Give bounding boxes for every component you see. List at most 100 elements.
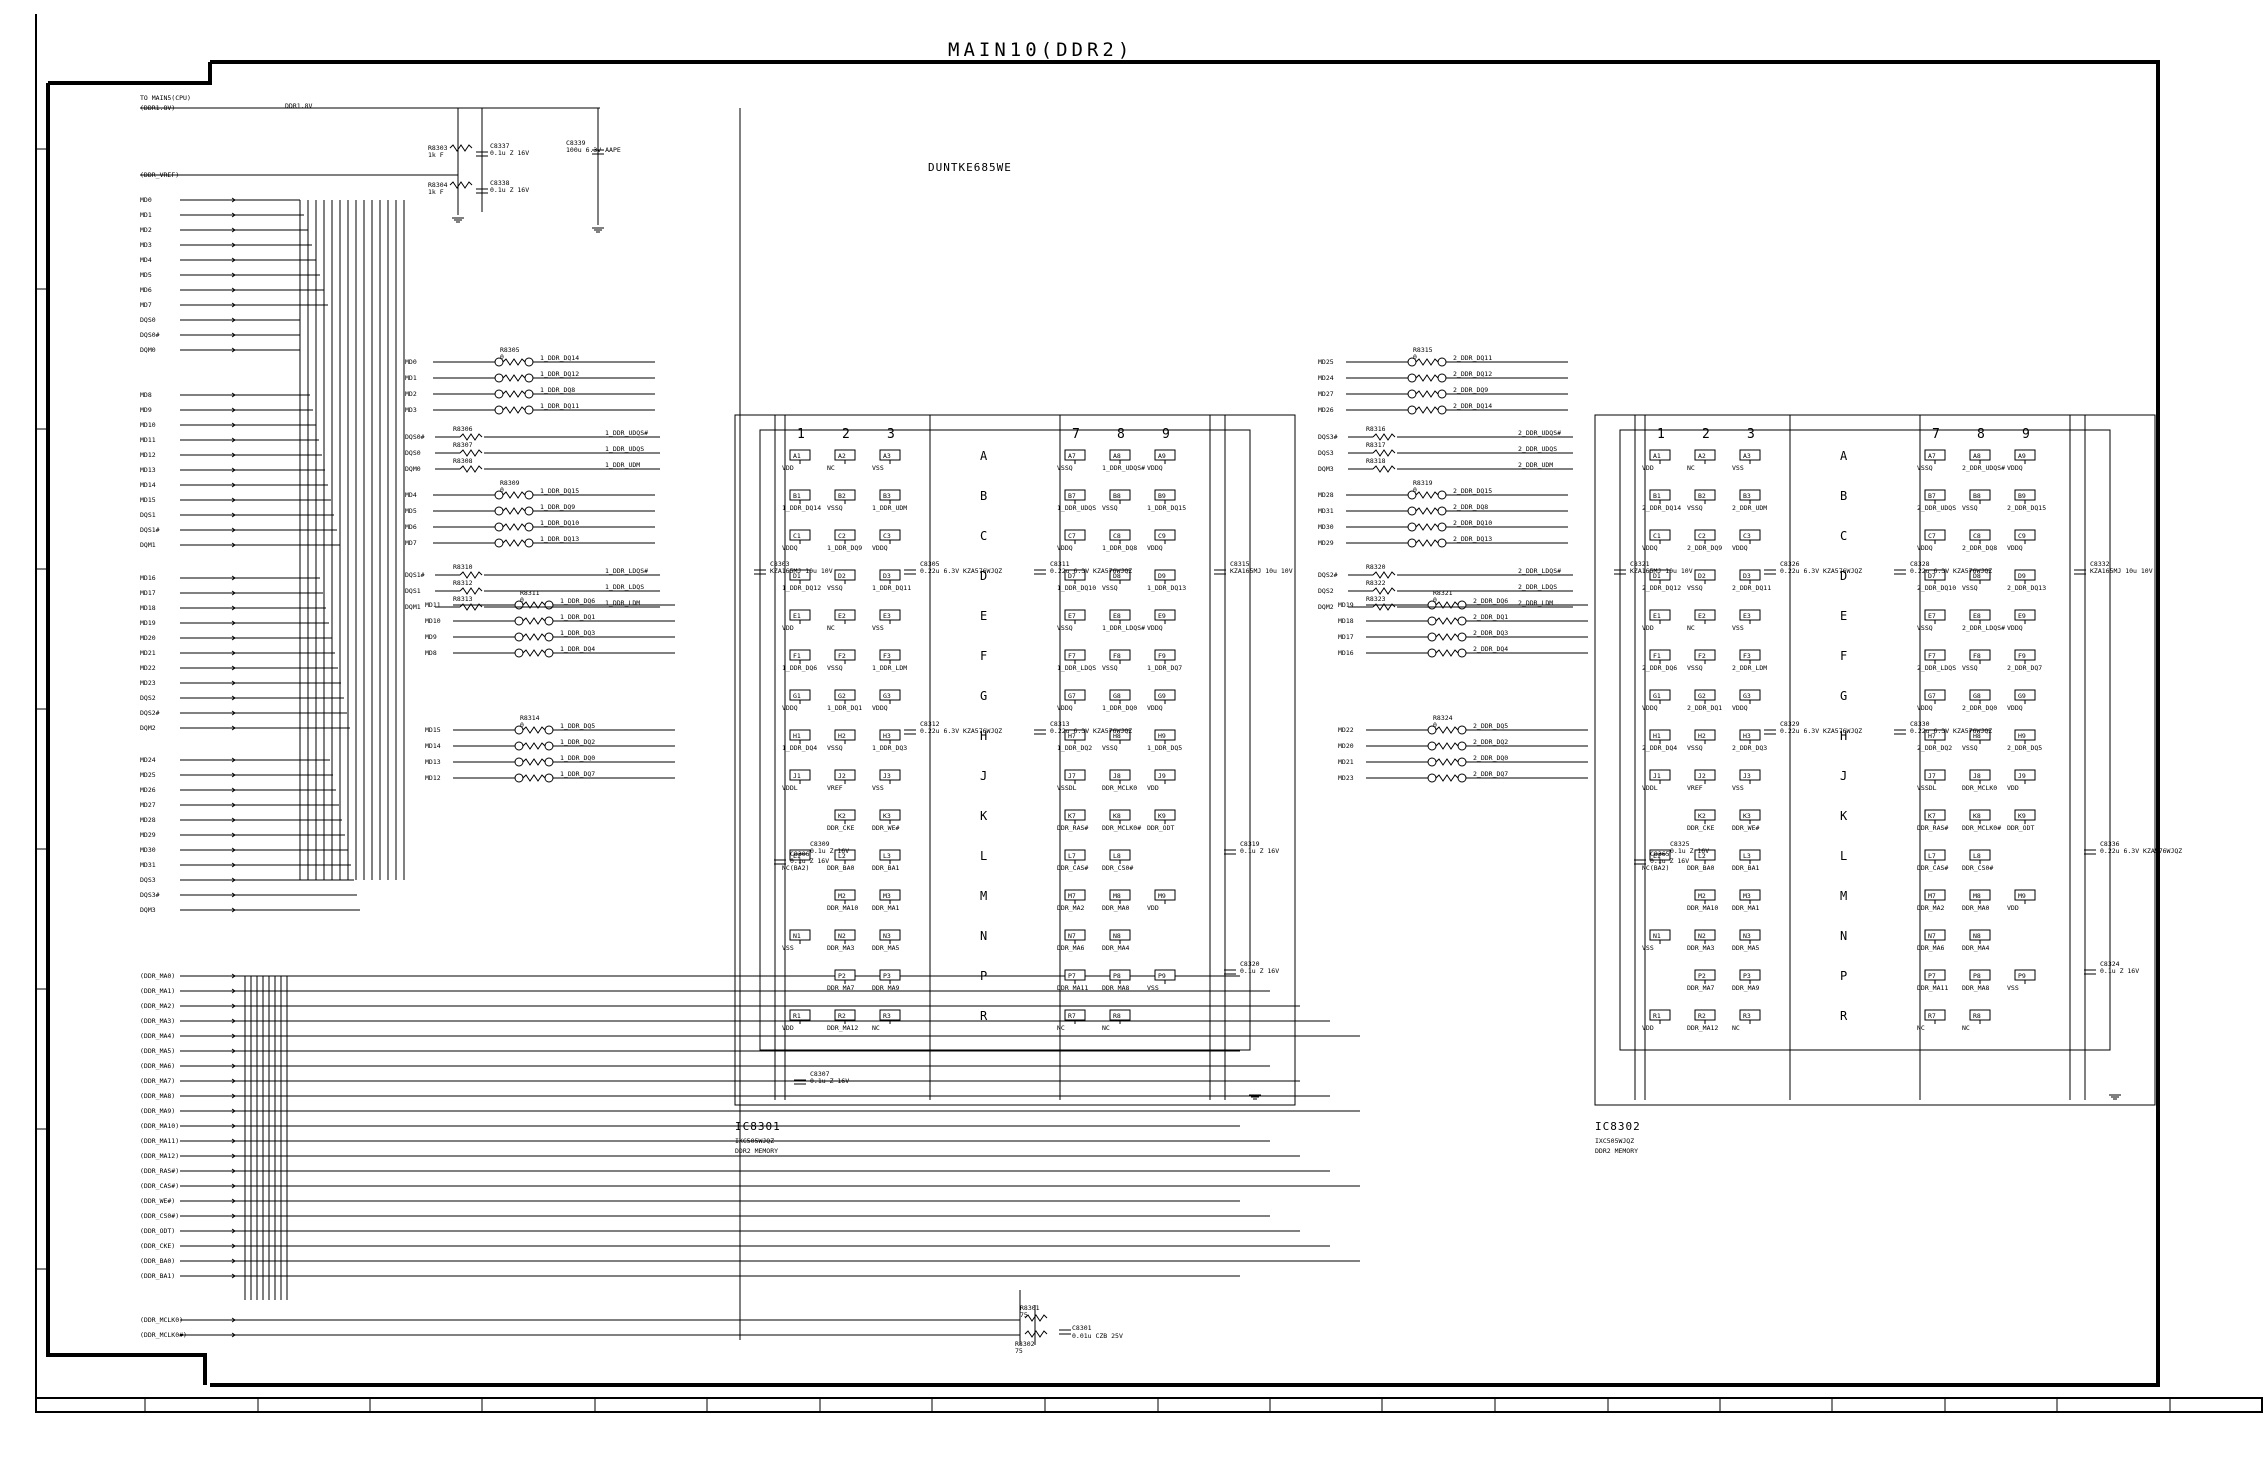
resnet-element [1415, 491, 1439, 499]
decoupling-capacitor [1654, 849, 1666, 855]
ic-pin-function: VDD [1642, 1024, 1654, 1032]
resnet-out-net: 2_DDR_DQ15 [1453, 487, 1492, 495]
ic-pin-number: E9 [2018, 612, 2026, 620]
ic-pin-function: DDR_MA1 [872, 904, 899, 912]
ic-pin-number: R7 [1068, 1012, 1076, 1020]
cap-value: 0.22u 6.3V KZA576WJQZ [1050, 727, 1132, 735]
ic-pin-number: F1 [793, 652, 801, 660]
ic-pin-function: VDDL [782, 784, 798, 792]
connector-port: DQS0 [140, 316, 236, 324]
port-label: DQS0# [140, 331, 160, 339]
connector-port: (DDR_WE#) [140, 1197, 236, 1205]
strobe-ref: R8322 [1366, 579, 1386, 587]
ic-pin-number: R1 [793, 1012, 801, 1020]
ic-pin-function: DDR_MA3 [1687, 944, 1714, 952]
ic-pin-function: DDR_MA5 [1732, 944, 1759, 952]
ic-pin-function: VSSQ [1687, 584, 1703, 592]
ic-pin-number: H3 [1743, 732, 1751, 740]
ic-pin-function: VSS [872, 624, 884, 632]
cap-value: 0.1u Z 16V [1240, 967, 1279, 975]
ic-pin-number: D2 [838, 572, 846, 580]
ic-pin-function: VSSQ [1687, 664, 1703, 672]
ic-pin-function: 2_DDR_DQ6 [1642, 664, 1677, 672]
ic-pin-number: A9 [1158, 452, 1166, 460]
resnet-pin [494, 522, 504, 532]
cap-ref: C8312 [920, 720, 940, 728]
resnet-pin [544, 725, 554, 735]
ic-pin-function: VDDQ [1147, 624, 1163, 632]
ic-column-header: 2 [1702, 427, 1710, 442]
ic-pin-number: R2 [838, 1012, 846, 1020]
resnet-out-net: 2_DDR_DQ13 [1453, 535, 1492, 543]
ic-pin-number: N8 [1113, 932, 1121, 940]
frame-zone-ticks [144, 1398, 2263, 1412]
cap-ref: C8329 [1780, 720, 1800, 728]
ic-pin-number: K3 [1743, 812, 1751, 820]
ic-pin-function: VSS [1147, 984, 1159, 992]
cap-ref: C8320 [1240, 960, 1260, 968]
ic-pin-number: N2 [838, 932, 846, 940]
ic-pin-number: M9 [2018, 892, 2026, 900]
port-label: (DDR_MCLK0#) [140, 1331, 187, 1339]
capacitor-c8337 [476, 151, 488, 157]
ic-pin-function: VDDQ [1147, 704, 1163, 712]
strobe-net: DQM0 [405, 465, 421, 473]
strobe-net: DQM3 [1318, 465, 1334, 473]
ic-pin-function: DDR_MA4 [1962, 944, 1989, 952]
drawing-frame [35, 14, 2263, 1413]
strobe-net: DQS3# [1318, 433, 1338, 441]
ground-symbol [592, 227, 604, 233]
ic-pin-function: DDR_MA5 [872, 944, 899, 952]
connector-port: (DDR_MCLK0#) [140, 1331, 236, 1339]
port-label: DQM1 [140, 541, 156, 549]
ic-pin-function: 2_DDR_DQ1 [1687, 704, 1722, 712]
resnet-pin [1407, 506, 1417, 516]
resnet-pin [494, 357, 504, 367]
ic-pin-function: DDR_WE# [872, 824, 899, 832]
ic-pin-number: M7 [1068, 892, 1076, 900]
port-label: MD6 [140, 286, 152, 294]
ic-pin-number: M2 [1698, 892, 1706, 900]
strobe-ref: R8317 [1366, 441, 1386, 449]
ic-pin-function: 1_DDR_UDQS [1057, 504, 1096, 512]
connector-port: (DDR_CS0#) [140, 1212, 236, 1220]
ic-column-header: 7 [1072, 427, 1080, 442]
strobe-resistor-symbol [459, 587, 483, 595]
ic-pin-number: H8 [1973, 732, 1981, 740]
resnet-element [1435, 758, 1459, 766]
port-label: (DDR_MA8) [140, 1092, 175, 1100]
resistor-ref: R8303 [428, 144, 448, 152]
resnet-out-net: 1_DDR_DQ11 [540, 402, 579, 410]
ic-pin-function: DDR_CS0# [1962, 864, 1993, 872]
ic-pin-function: DDR_MA11 [1057, 984, 1088, 992]
ic-pin-function: VREF [1687, 784, 1703, 792]
ic-pin-function: VDDQ [1732, 704, 1748, 712]
port-label: MD12 [140, 451, 156, 459]
ic-pin-function: DDR_BA0 [1687, 864, 1714, 872]
port-label: (DDR_RAS#) [140, 1167, 179, 1175]
connector-port: (DDR_CKE) [140, 1242, 236, 1250]
resnet-pin [1457, 725, 1467, 735]
ic-pin-function: DDR_MA6 [1917, 944, 1944, 952]
ic-pin-number: E7 [1928, 612, 1936, 620]
ic-pin-function: 2_DDR_LDQS [1917, 664, 1956, 672]
resnet-element [1435, 726, 1459, 734]
ic-pin-number: J9 [2018, 772, 2026, 780]
ic-row-label: M [1840, 889, 1847, 903]
ic-pin-function: VDDQ [1642, 704, 1658, 712]
ic-pin-number: D3 [883, 572, 891, 580]
strobe-ref: R8312 [453, 579, 473, 587]
ic-pin-function: DDR_MCLK0# [1962, 824, 2001, 832]
ic-pin-function: NC [1917, 1024, 1925, 1032]
connector-ports: MD0MD1MD2MD3MD4MD5MD6MD7DQS0DQS0#DQM0MD8… [140, 196, 236, 1339]
resnet-in-net: MD16 [1338, 649, 1354, 657]
cap-value: KZA165MJ 10u 10V [1230, 567, 1293, 575]
connector-port: MD22 [140, 664, 236, 672]
ic-pin-function: 1_DDR_DQ9 [827, 544, 862, 552]
ic-part: IXC505WJQZ [1595, 1137, 1634, 1145]
